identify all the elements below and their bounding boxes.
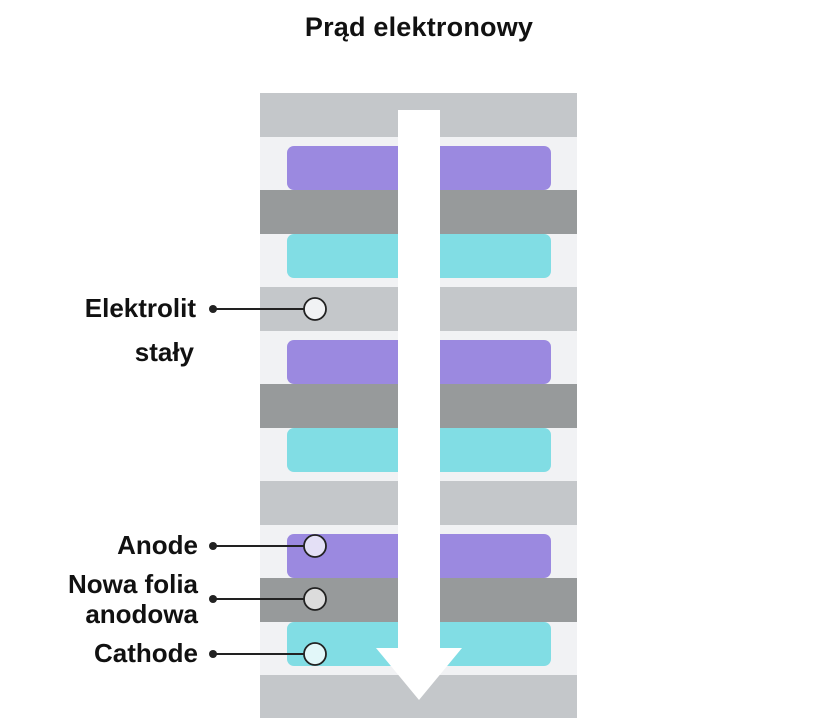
label-cathode: Cathode <box>94 638 198 668</box>
callout-cathode <box>209 642 327 666</box>
callout-new-anode-foil <box>209 587 327 611</box>
label-new-anode-foil-line1: Nowa folia <box>67 569 198 599</box>
callout-marker-icon <box>303 297 327 321</box>
label-anode: Anode <box>117 530 198 560</box>
label-new-anode-foil-line2: anodowa <box>85 599 198 629</box>
callout-marker-icon <box>303 534 327 558</box>
diagram-title: Prąd elektronowy <box>304 12 534 42</box>
callout-dot-icon <box>209 650 217 658</box>
callout-dot-icon <box>209 305 217 313</box>
callout-solid-electrolyte <box>209 297 327 321</box>
callout-dot-icon <box>209 595 217 603</box>
callout-marker-icon <box>303 642 327 666</box>
down-arrow-icon <box>376 110 462 700</box>
label-solid-electrolyte-line1: Elektrolit <box>84 293 196 323</box>
callout-dot-icon <box>209 542 217 550</box>
callout-anode <box>209 534 327 558</box>
label-solid-electrolyte-line2: stały <box>134 337 194 367</box>
callout-marker-icon <box>303 587 327 611</box>
